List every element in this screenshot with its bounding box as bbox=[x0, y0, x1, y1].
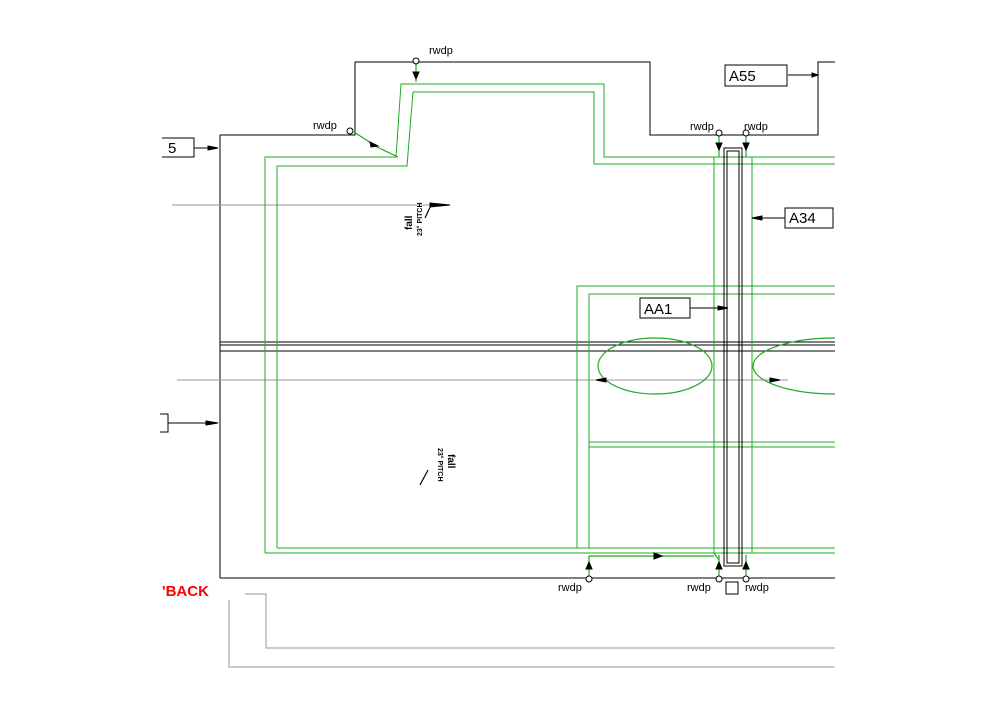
rwdp-label-mid-1: rwdp bbox=[690, 121, 714, 133]
roof-lights bbox=[597, 337, 836, 395]
fall-note-lower: fall 23° PITCH bbox=[436, 448, 456, 482]
rwdp-label-bottom-1: rwdp bbox=[558, 582, 582, 594]
rwdp-label-top: rwdp bbox=[429, 45, 453, 57]
tag-left-lower bbox=[150, 412, 169, 434]
pitch-text-upper: 23° PITCH bbox=[416, 202, 424, 236]
tag-aa1-text: AA1 bbox=[644, 301, 672, 318]
tag-a34-text: A34 bbox=[789, 210, 816, 227]
fall-text-lower: fall bbox=[445, 454, 456, 469]
gutter-outline bbox=[264, 83, 835, 554]
fall-tick-upper bbox=[424, 202, 433, 219]
setback-label: 'BACK bbox=[162, 583, 209, 600]
rwdp-label-bottom-3: rwdp bbox=[745, 582, 769, 594]
pitch-text-lower: 23° PITCH bbox=[436, 448, 444, 482]
tag-left-upper-text: 5 bbox=[168, 140, 176, 157]
rwdp-label-mid-2: rwdp bbox=[744, 121, 768, 133]
rwdp-label-left: rwdp bbox=[313, 120, 337, 132]
flow-arrows bbox=[168, 71, 820, 570]
rooflight-right bbox=[752, 337, 836, 395]
setback-boundary bbox=[172, 204, 835, 668]
tag-a34: A34 bbox=[784, 207, 834, 229]
tag-a55: A55 bbox=[724, 64, 788, 87]
building-outline bbox=[219, 61, 835, 579]
outlet-markers bbox=[346, 57, 750, 583]
fall-note-upper: fall 23° PITCH bbox=[404, 202, 424, 236]
tag-aa1: AA1 bbox=[639, 297, 691, 319]
fall-text-upper: fall bbox=[404, 215, 415, 230]
tag-a55-text: A55 bbox=[729, 68, 756, 85]
rwdp-label-bottom-2: rwdp bbox=[687, 582, 711, 594]
rooflight-left bbox=[597, 337, 713, 395]
tag-left-upper: 5 bbox=[150, 136, 195, 160]
rainwater-pipes bbox=[353, 64, 747, 576]
valley-gutter bbox=[723, 147, 743, 595]
fall-tick-lower bbox=[419, 469, 429, 486]
rwdp-labels: rwdp rwdp rwdp rwdp rwdp rwdp rwdp bbox=[313, 45, 769, 594]
